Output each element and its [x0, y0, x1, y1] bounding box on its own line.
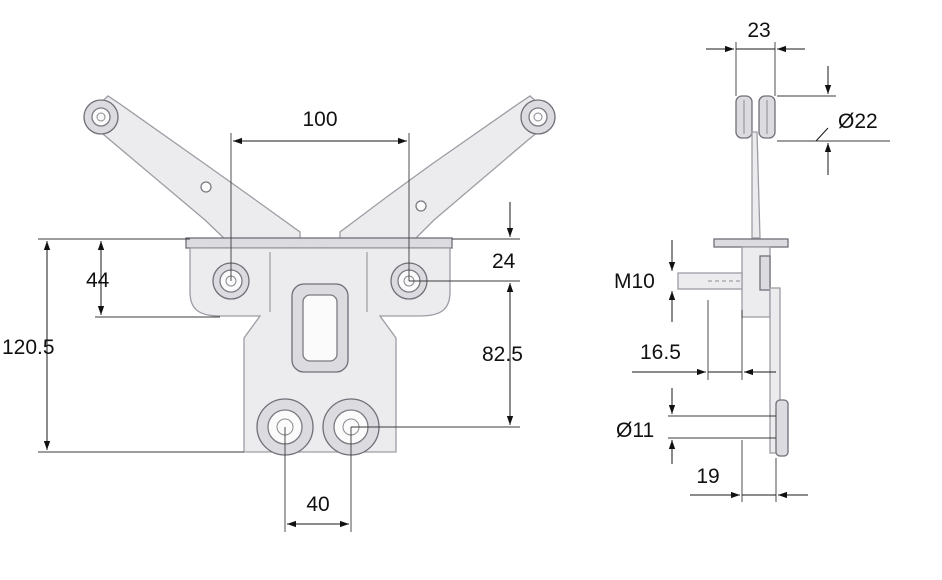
- front-dimensions: 100 120.5 44 24 82.5 40: [2, 108, 523, 532]
- dim-bottom-wheel-spacing: 40: [306, 493, 329, 516]
- dim-overall-height: 120.5: [2, 336, 55, 359]
- dim-bottom-wheel-diameter: Ø11: [616, 419, 654, 442]
- side-bottom-wheel: [775, 399, 789, 457]
- dim-bolt: M10: [614, 270, 655, 293]
- right-arm: [339, 95, 557, 245]
- dim-pivot-to-bottom: 82.5: [482, 343, 523, 366]
- side-view: [677, 95, 789, 457]
- dim-bolt-length: 16.5: [640, 341, 681, 364]
- dim-wheel-diameter: Ø22: [838, 110, 878, 133]
- side-dimensions: 23 Ø22 M10 16.5 Ø11 19: [614, 19, 890, 502]
- dim-plate-offset: 24: [492, 250, 516, 273]
- dim-bottom-offset: 19: [696, 465, 719, 488]
- dim-wheel-width: 23: [747, 19, 770, 42]
- dim-wheel-spacing: 100: [302, 108, 337, 131]
- side-back-plate: [769, 287, 781, 454]
- top-rail: [185, 237, 453, 249]
- dim-top-to-pivot: 44: [86, 269, 110, 292]
- left-arm: [83, 95, 301, 245]
- front-view: [83, 95, 557, 456]
